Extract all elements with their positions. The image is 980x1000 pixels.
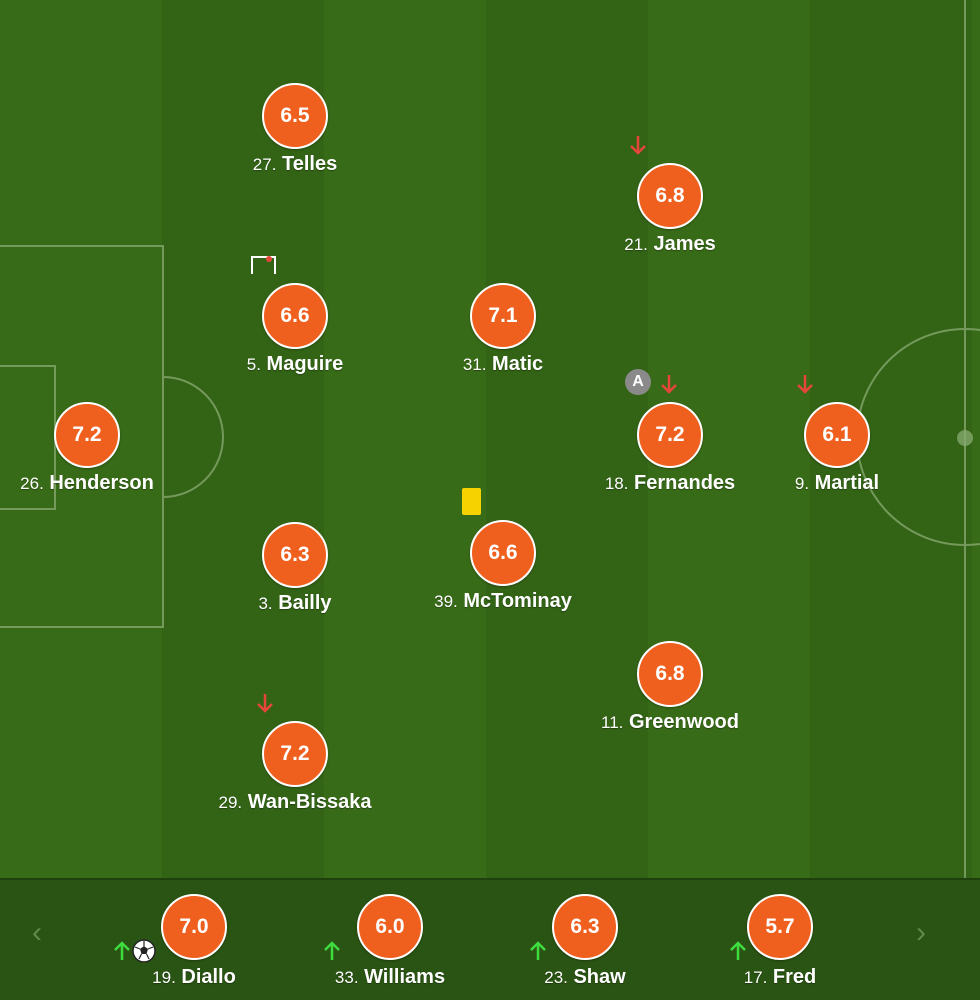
sub-out-arrow-icon	[257, 694, 273, 713]
player-name: 39. McTominay	[434, 590, 572, 612]
rating-badge: 6.8	[637, 641, 703, 707]
rating-badge: 6.6	[262, 283, 328, 349]
rating-badge: 7.1	[470, 283, 536, 349]
rating-badge: 7.2	[637, 402, 703, 468]
center-spot	[957, 430, 973, 446]
player-henderson[interactable]: 7.2 26. Henderson	[0, 402, 187, 495]
player-name: 3. Bailly	[258, 592, 332, 614]
player-greenwood[interactable]: 6.8 11. Greenwood	[570, 641, 770, 734]
sub-in-arrow-icon	[324, 941, 340, 960]
player-name: 19. Diallo	[152, 966, 236, 988]
penalty-box	[0, 245, 164, 628]
player-james[interactable]: 6.8 21. James	[570, 163, 770, 256]
rating-badge: 6.3	[262, 522, 328, 588]
player-name: 29. Wan-Bissaka	[218, 791, 372, 813]
player-mctominay[interactable]: 6.6 39. McTominay	[403, 520, 603, 613]
player-telles[interactable]: 6.5 27. Telles	[195, 83, 395, 176]
player-martial[interactable]: 6.1 9. Martial	[737, 402, 937, 495]
player-name: 11. Greenwood	[601, 711, 739, 733]
rating-badge: 6.8	[637, 163, 703, 229]
player-fernandes[interactable]: 7.2 18. Fernandes	[570, 402, 770, 495]
bench-player-shaw[interactable]: 6.3 23. Shaw	[485, 894, 685, 989]
pitch: 7.2 26. Henderson 6.5 27. Telles 6.6 5. …	[0, 0, 980, 878]
sub-in-arrow-icon	[114, 941, 130, 960]
next-arrow-icon[interactable]: ›	[916, 916, 926, 949]
player-name: 23. Shaw	[544, 966, 626, 988]
rating-badge: 6.3	[552, 894, 618, 960]
captain-badge: A	[625, 369, 651, 395]
player-name: 33. Williams	[334, 966, 446, 988]
player-name: 18. Fernandes	[604, 472, 736, 494]
player-maguire[interactable]: 6.6 5. Maguire	[195, 283, 395, 376]
player-bailly[interactable]: 6.3 3. Bailly	[195, 522, 395, 615]
player-name: 9. Martial	[794, 472, 880, 494]
rating-badge: 7.0	[161, 894, 227, 960]
penalty-arc	[162, 376, 224, 498]
goal-ball-icon	[132, 939, 156, 963]
rating-badge: 7.2	[54, 402, 120, 468]
sub-in-arrow-icon	[530, 941, 546, 960]
rating-badge: 7.2	[262, 721, 328, 787]
rating-badge: 6.5	[262, 83, 328, 149]
bench-player-williams[interactable]: 6.0 33. Williams	[290, 894, 490, 989]
player-name: 31. Matic	[462, 353, 544, 375]
player-name: 17. Fred	[743, 966, 817, 988]
player-name: 27. Telles	[252, 153, 338, 175]
prev-arrow-icon[interactable]: ‹	[32, 916, 42, 949]
goal-conceded-icon	[251, 256, 276, 274]
player-name: 21. James	[624, 233, 716, 255]
player-name: 26. Henderson	[20, 472, 154, 494]
bench-player-fred[interactable]: 5.7 17. Fred	[680, 894, 880, 989]
player-name: 5. Maguire	[246, 353, 344, 375]
rating-badge: 6.6	[470, 520, 536, 586]
player-matic[interactable]: 7.1 31. Matic	[403, 283, 603, 376]
rating-badge: 6.0	[357, 894, 423, 960]
sub-out-arrow-icon	[661, 375, 677, 394]
rating-badge: 6.1	[804, 402, 870, 468]
bench: ‹ › 7.0 19. Diallo 6.0 33. Williams 6.3 …	[0, 878, 980, 1000]
rating-badge: 5.7	[747, 894, 813, 960]
player-wan-bissaka[interactable]: 7.2 29. Wan-Bissaka	[195, 721, 395, 814]
yellow-card-icon	[462, 488, 481, 515]
sub-in-arrow-icon	[730, 941, 746, 960]
sub-out-arrow-icon	[797, 375, 813, 394]
bench-player-diallo[interactable]: 7.0 19. Diallo	[94, 894, 294, 989]
sub-out-arrow-icon	[630, 136, 646, 155]
